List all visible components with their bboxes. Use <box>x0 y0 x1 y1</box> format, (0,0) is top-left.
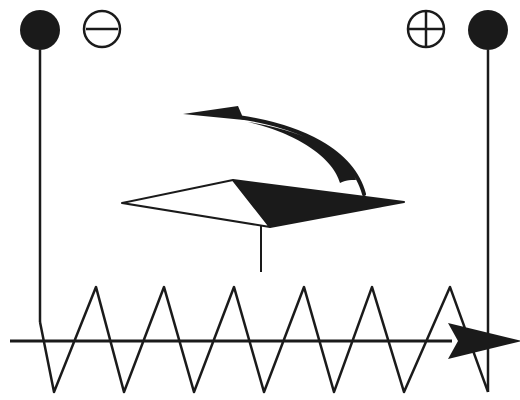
compass-needle <box>122 180 404 272</box>
field-direction-arrowhead <box>448 323 520 359</box>
rotation-arrowhead <box>183 106 244 120</box>
rotation-arrow-wedge <box>248 122 356 183</box>
left-terminal-post <box>20 10 60 50</box>
solenoid-coil <box>10 287 520 392</box>
negative-polarity-icon <box>84 11 120 47</box>
positive-polarity-icon <box>408 11 444 47</box>
left-terminal-group <box>20 10 120 322</box>
right-terminal-post <box>468 10 508 50</box>
rotation-arrow <box>183 106 364 194</box>
